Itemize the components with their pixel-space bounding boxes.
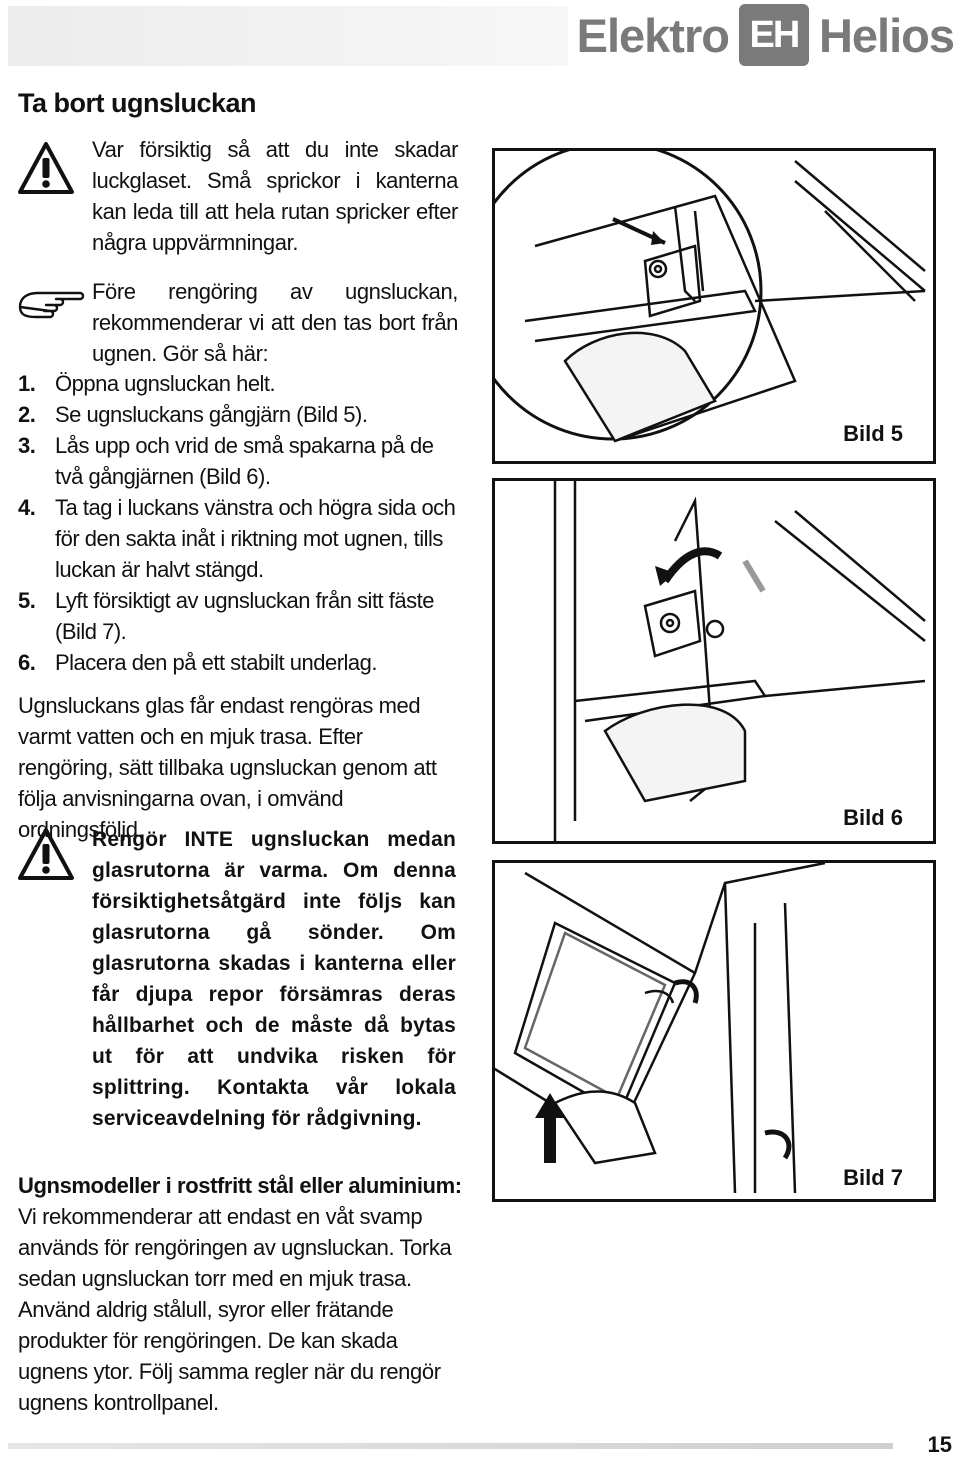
page-number: 15	[927, 1432, 952, 1457]
step-text: Öppna ugnsluckan helt.	[55, 371, 276, 396]
list-item: 1. Öppna ugnsluckan helt.	[18, 368, 458, 399]
figure-label: Bild 6	[843, 805, 903, 830]
list-item: 4. Ta tag i luckans vänstra och högra sid…	[18, 492, 458, 585]
section-title: Ta bort ugnsluckan	[18, 88, 257, 118]
list-item: 3. Lås upp och vrid de små spakarna på de…	[18, 430, 458, 492]
stainless-text: Vi rekommenderar att endast en våt svamp…	[18, 1204, 452, 1291]
warning-text: Var försiktig så att du inte skadar luck…	[92, 137, 458, 255]
list-item: 6. Placera den på ett stabilt underlag.	[18, 647, 458, 678]
hinge-lever-illustration	[553, 481, 926, 841]
step-number: 6.	[18, 650, 36, 675]
brand-logo-icon: EH	[738, 4, 809, 66]
step-number: 2.	[18, 402, 36, 427]
step-number: 1.	[18, 371, 36, 396]
brand-logo-group: Elektro EH Helios	[576, 4, 955, 66]
figure-label: Bild 7	[843, 1165, 903, 1190]
stainless-warning-text: Använd aldrig stålull, syror eller fräta…	[18, 1297, 441, 1415]
pointing-hand-icon	[18, 291, 85, 319]
list-item: 5. Lyft försiktigt av ugnsluckan från sit…	[18, 585, 458, 647]
warning-triangle-icon	[18, 142, 74, 194]
note-text: Före rengöring av ugnsluckan, rekommende…	[92, 279, 458, 366]
footer-bar	[8, 1443, 893, 1449]
figure-bild-7: Bild 7	[492, 860, 936, 1202]
figure-bild-6: Bild 6	[492, 478, 936, 844]
hinge-closeup-illustration	[495, 151, 926, 443]
step-number: 4.	[18, 495, 36, 520]
brand-name-left: Elektro	[576, 8, 730, 62]
steps-list: 1. Öppna ugnsluckan helt. 2. Se ugnsluckan…	[18, 368, 458, 678]
figure-label: Bild 5	[843, 421, 903, 446]
warning-triangle-icon	[18, 828, 74, 880]
glass-cleaning-note: Ugnsluckans glas får endast rengöras med…	[18, 693, 437, 842]
step-text: Lås upp och vrid de små spakarna på de t…	[55, 433, 434, 489]
step-text: Lyft försiktigt av ugnsluckan från sitt …	[55, 588, 434, 644]
stainless-heading: Ugnsmodeller i rostfritt stål eller alum…	[18, 1173, 462, 1198]
step-number: 3.	[18, 433, 36, 458]
step-text: Se ugnsluckans gångjärn (Bild 5).	[55, 402, 368, 427]
figure-bild-5: Bild 5	[492, 148, 936, 464]
step-text: Ta tag i luckans vänstra och högra sida …	[55, 495, 456, 582]
step-text: Placera den på ett stabilt underlag.	[55, 650, 378, 675]
step-number: 5.	[18, 588, 36, 613]
warning-text: Rengör INTE ugnsluckan medan glasrutorna…	[92, 828, 456, 1130]
brand-name-right: Helios	[818, 8, 955, 62]
list-item: 2. Se ugnsluckans gångjärn (Bild 5).	[18, 399, 458, 430]
door-removal-illustration	[495, 863, 826, 1194]
header-band	[8, 6, 568, 66]
